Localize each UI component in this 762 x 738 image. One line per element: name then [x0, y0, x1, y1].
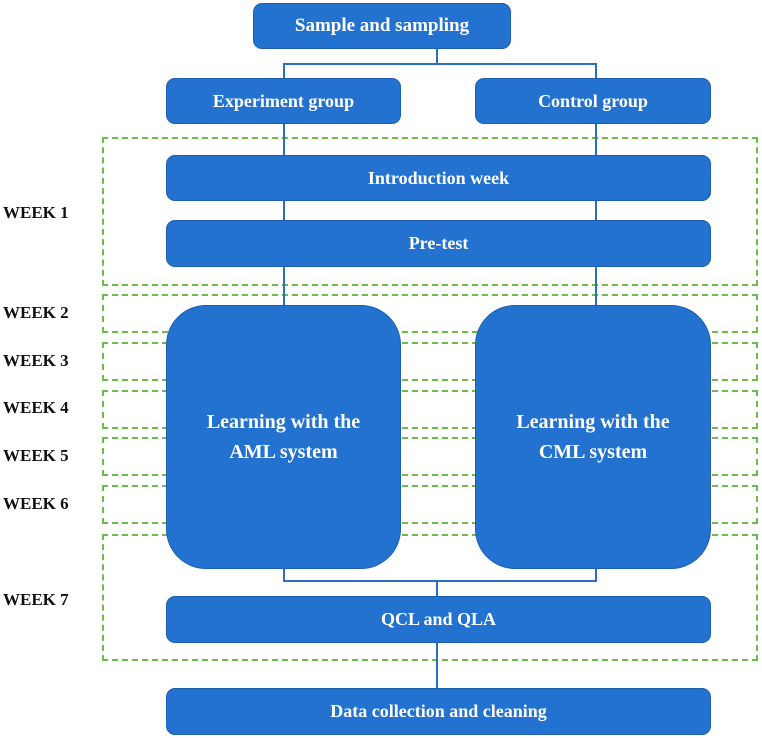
qcl-qla-box: QCL and QLA [166, 596, 711, 643]
connector-top-stem [436, 48, 438, 64]
cml-learning-box: Learning with the CML system [475, 305, 711, 569]
week-5-frame [102, 437, 758, 476]
week-1-frame [102, 137, 758, 286]
week-3-frame [102, 342, 758, 381]
sample-box: Sample and sampling [253, 3, 511, 49]
connector-bottom-bar [283, 580, 597, 582]
data-collection-box: Data collection and cleaning [166, 688, 711, 735]
week-7-label: WEEK 7 [3, 590, 69, 609]
pretest-box: Pre-test [166, 220, 711, 267]
connector-to-qcl [436, 580, 438, 598]
control-group-box: Control group [475, 78, 711, 124]
week-6-frame [102, 485, 758, 524]
connector-to-data [436, 642, 438, 689]
week-4-frame [102, 390, 758, 429]
connector-top-bar [283, 63, 597, 65]
week-2-frame [102, 294, 758, 333]
week-4-label: WEEK 4 [3, 398, 69, 417]
week-6-label: WEEK 6 [3, 494, 69, 513]
week-3-label: WEEK 3 [3, 351, 69, 370]
connector-aml-down [283, 566, 285, 582]
experiment-group-box: Experiment group [166, 78, 401, 124]
week-5-label: WEEK 5 [3, 446, 69, 465]
week-2-label: WEEK 2 [3, 303, 69, 322]
week-7-frame [102, 534, 758, 661]
aml-learning-box: Learning with the AML system [166, 305, 401, 569]
introduction-week-box: Introduction week [166, 155, 711, 201]
week-1-label: WEEK 1 [3, 203, 69, 222]
connector-cml-down [595, 566, 597, 582]
